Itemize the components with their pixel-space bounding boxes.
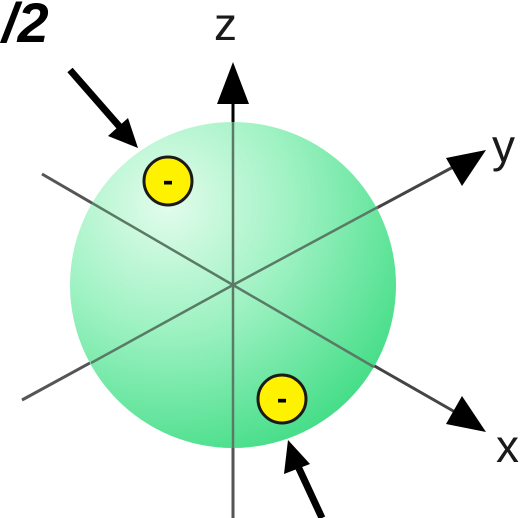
pointer-arrow-top (70, 70, 138, 148)
pointer-arrow-bottom (284, 440, 322, 518)
x-axis-arrowhead (446, 396, 486, 432)
fraction-label: /2 (0, 0, 49, 54)
z-axis-arrowhead (217, 62, 249, 104)
y-axis-arrowhead (446, 150, 486, 186)
axis-label-y: y (492, 120, 515, 172)
electron-2-sign: - (277, 385, 288, 415)
electron-1: - (144, 157, 192, 205)
electron-2: - (258, 375, 306, 423)
axis-label-z: z (214, 0, 237, 50)
axis-label-x: x (496, 420, 519, 472)
electron-1-sign: - (163, 167, 174, 197)
